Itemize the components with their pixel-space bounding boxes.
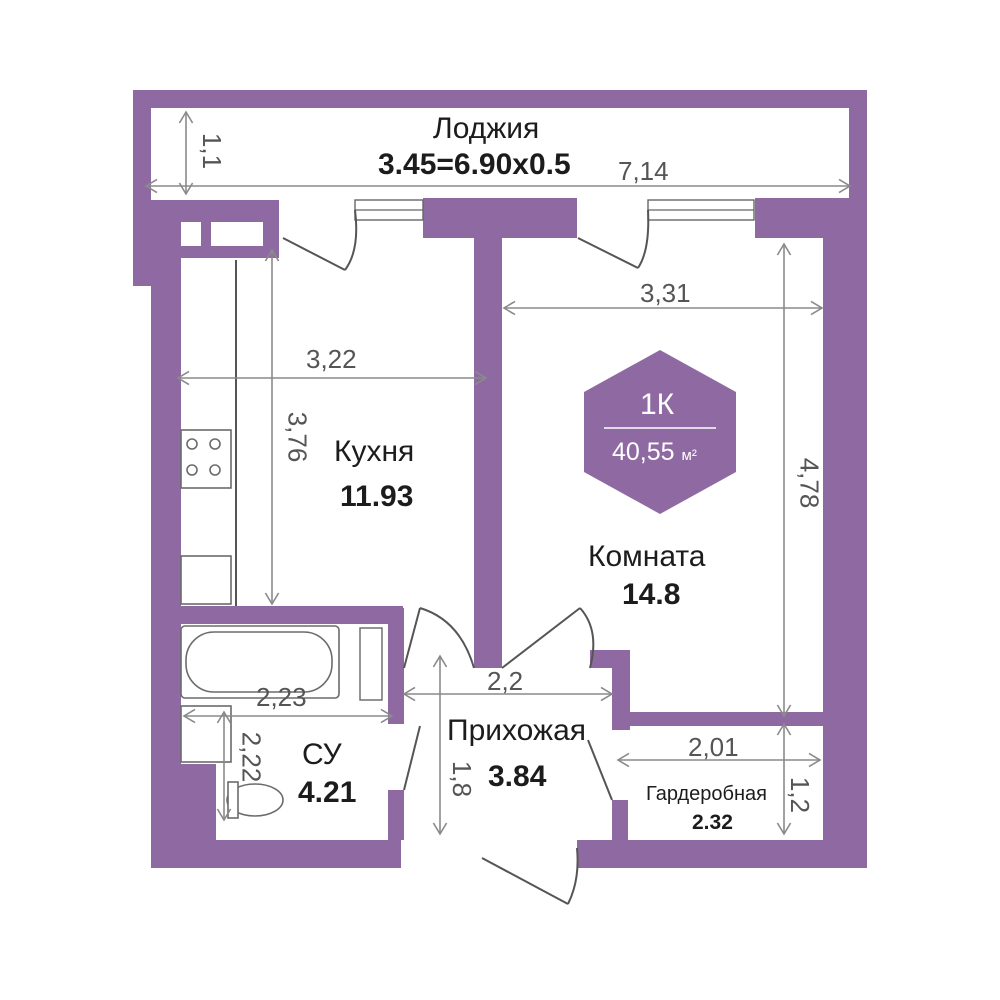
kitchen-name: Кухня [334,435,415,468]
dim-room-width: 3,31 [640,278,691,308]
dimension-line-bath-length [216,710,232,822]
wardrobe-name: Гардеробная [646,783,767,805]
bath-area: 4.21 [298,776,357,809]
hall-name: Прихожая [447,714,587,747]
badge-area-row: 40,55 м² [612,440,697,465]
dim-loggia-width: 7,14 [618,156,669,186]
dim-bath-width: 2,23 [256,682,307,712]
loggia-name: Лоджия [433,112,540,145]
dim-room-length: 4,78 [794,457,825,509]
walls [133,90,867,868]
dimension-line-hall-width [402,686,614,702]
bathroom-fixtures [180,625,340,819]
hall-area: 3.84 [488,760,547,793]
dimension-line-bath-width [182,708,394,724]
room-area: 14.8 [622,578,681,611]
dimension-line-loggia-width [144,178,852,194]
door-swings [282,209,650,905]
bath-name: СУ [302,738,342,771]
dimension-line-loggia-depth [178,110,194,196]
dim-wardrobe-length: 1,2 [785,776,816,814]
dim-hall-length: 1,8 [447,760,478,798]
dimension-line-room-length [776,242,792,718]
badge-type: 1К [640,388,675,421]
dim-bath-length: 2,22 [236,731,267,783]
dim-wardrobe-width: 2,01 [688,732,739,762]
kitchen-area: 11.93 [340,480,414,513]
dim-loggia-depth: 1,1 [197,132,228,170]
wardrobe-area: 2.32 [692,811,733,834]
dimension-line-hall-length [432,654,448,836]
badge-area: 40,55 [612,438,675,466]
dimension-line-kitchen-length [264,248,280,606]
dimension-line-wardrobe-length [776,722,792,836]
kitchen-fixtures [180,260,237,606]
dimension-line-room-width [502,300,824,316]
dim-kitchen-width: 3,22 [306,344,357,374]
apartment-badge [584,350,736,514]
dimension-line-wardrobe-width [616,752,822,768]
dim-kitchen-length: 3,76 [282,411,313,463]
dim-hall-width: 2,2 [487,666,524,696]
dimension-line-kitchen-width [176,370,488,386]
window-cutouts [181,199,755,701]
badge-unit: м² [681,447,697,464]
dimension-lines [144,110,852,836]
room-name: Комната [588,540,706,573]
loggia-area: 3.45=6.90x0.5 [378,148,571,181]
